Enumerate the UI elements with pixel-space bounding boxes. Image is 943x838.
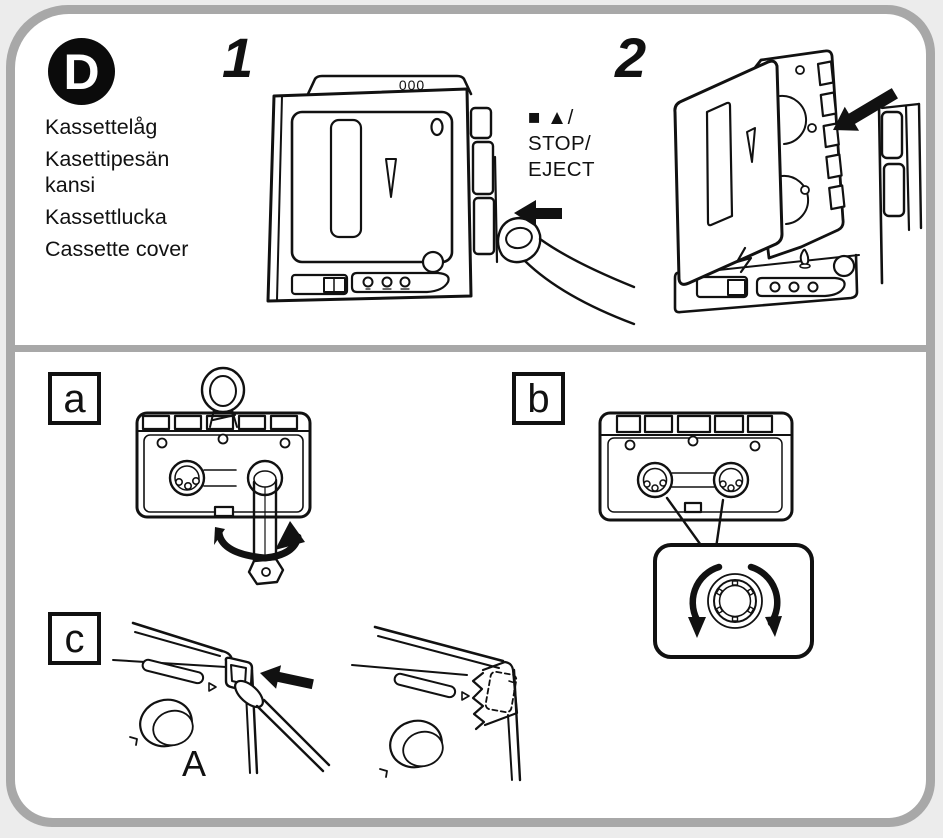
stop-word: STOP/ bbox=[528, 132, 592, 156]
hub-notches bbox=[715, 580, 755, 622]
screwdriver bbox=[234, 679, 331, 773]
figure-a-box: a bbox=[48, 372, 101, 425]
caption-english: Cassette cover bbox=[45, 237, 189, 261]
caption-list: Kassettelåg Kasettipesän kansi Kassettlu… bbox=[45, 114, 217, 268]
window-pointer bbox=[385, 158, 397, 198]
step-2-number: 2 bbox=[615, 26, 646, 89]
broken-edge bbox=[471, 671, 486, 731]
left-reel bbox=[168, 459, 206, 497]
tape-channel bbox=[203, 469, 237, 487]
recorder-bottom bbox=[673, 248, 860, 314]
bottom-controls bbox=[290, 271, 450, 296]
caption-danish: Kassettelåg bbox=[45, 115, 158, 139]
removed-tab-ghost bbox=[484, 670, 518, 714]
rotate-arrow-icon bbox=[214, 521, 305, 562]
figure-c-box: c bbox=[48, 612, 101, 665]
side-marker bbox=[461, 691, 470, 701]
step-1-number: 1 bbox=[222, 26, 253, 89]
figure-b-box: b bbox=[512, 372, 565, 425]
tab-row bbox=[599, 414, 793, 436]
magnified-hub-callout bbox=[653, 543, 814, 659]
side-buttons bbox=[469, 106, 499, 264]
section-d-letter: D bbox=[63, 43, 100, 100]
point-a-annotation: A bbox=[182, 743, 206, 784]
tape-slack-loop bbox=[200, 366, 246, 428]
center-window bbox=[683, 501, 703, 514]
caption-finnish: Kasettipesän kansi bbox=[45, 147, 170, 197]
mic-nub bbox=[799, 248, 810, 266]
center-window bbox=[213, 505, 235, 518]
rotate-arrows-icon bbox=[688, 563, 782, 638]
step2-insert-illustration bbox=[673, 49, 923, 314]
instruction-frame: D Kassettelåg Kasettipesän kansi Kassett… bbox=[6, 5, 935, 827]
figure-c-label: c bbox=[64, 616, 85, 661]
cassette-cover bbox=[290, 110, 454, 264]
step1-recorder-illustration: 000 bbox=[266, 74, 636, 326]
section-d-badge: D bbox=[48, 38, 115, 105]
figure-c-illustration: A bbox=[112, 621, 522, 784]
figure-b-illustration bbox=[598, 411, 814, 659]
tape-channel bbox=[671, 472, 715, 488]
pry-arrow-icon bbox=[260, 665, 314, 690]
panel-steps: D Kassettelåg Kasettipesän kansi Kassett… bbox=[15, 14, 926, 345]
left-reel bbox=[636, 461, 674, 499]
eject-word: EJECT bbox=[528, 158, 595, 182]
recorder-side bbox=[877, 102, 923, 285]
label-slot bbox=[141, 658, 205, 685]
panel-figures: a b c bbox=[15, 352, 926, 818]
cassette-corner-tab-removed bbox=[351, 625, 522, 782]
press-arrow-icon bbox=[514, 200, 562, 227]
pointer-lines bbox=[665, 496, 725, 550]
stop-eject-symbols: ■ ▲/ bbox=[528, 106, 574, 129]
cover-window bbox=[329, 118, 363, 239]
spring-clip bbox=[735, 246, 753, 274]
open-cassette-cover bbox=[673, 59, 784, 286]
right-reel bbox=[712, 461, 750, 499]
label-slot bbox=[393, 672, 457, 699]
side-marker bbox=[208, 682, 217, 692]
figure-a-illustration bbox=[135, 366, 312, 586]
screw-hole bbox=[430, 117, 444, 137]
stop-eject-label: ■ ▲/ STOP/ EJECT bbox=[528, 105, 595, 183]
finger bbox=[496, 216, 636, 326]
caption-swedish: Kassettlucka bbox=[45, 205, 167, 229]
cover-screw bbox=[421, 250, 445, 274]
figure-a-label: a bbox=[63, 376, 86, 421]
tape-counter: 000 bbox=[399, 77, 425, 93]
insert-arrow-icon bbox=[833, 88, 898, 131]
figure-b-label: b bbox=[527, 376, 550, 421]
